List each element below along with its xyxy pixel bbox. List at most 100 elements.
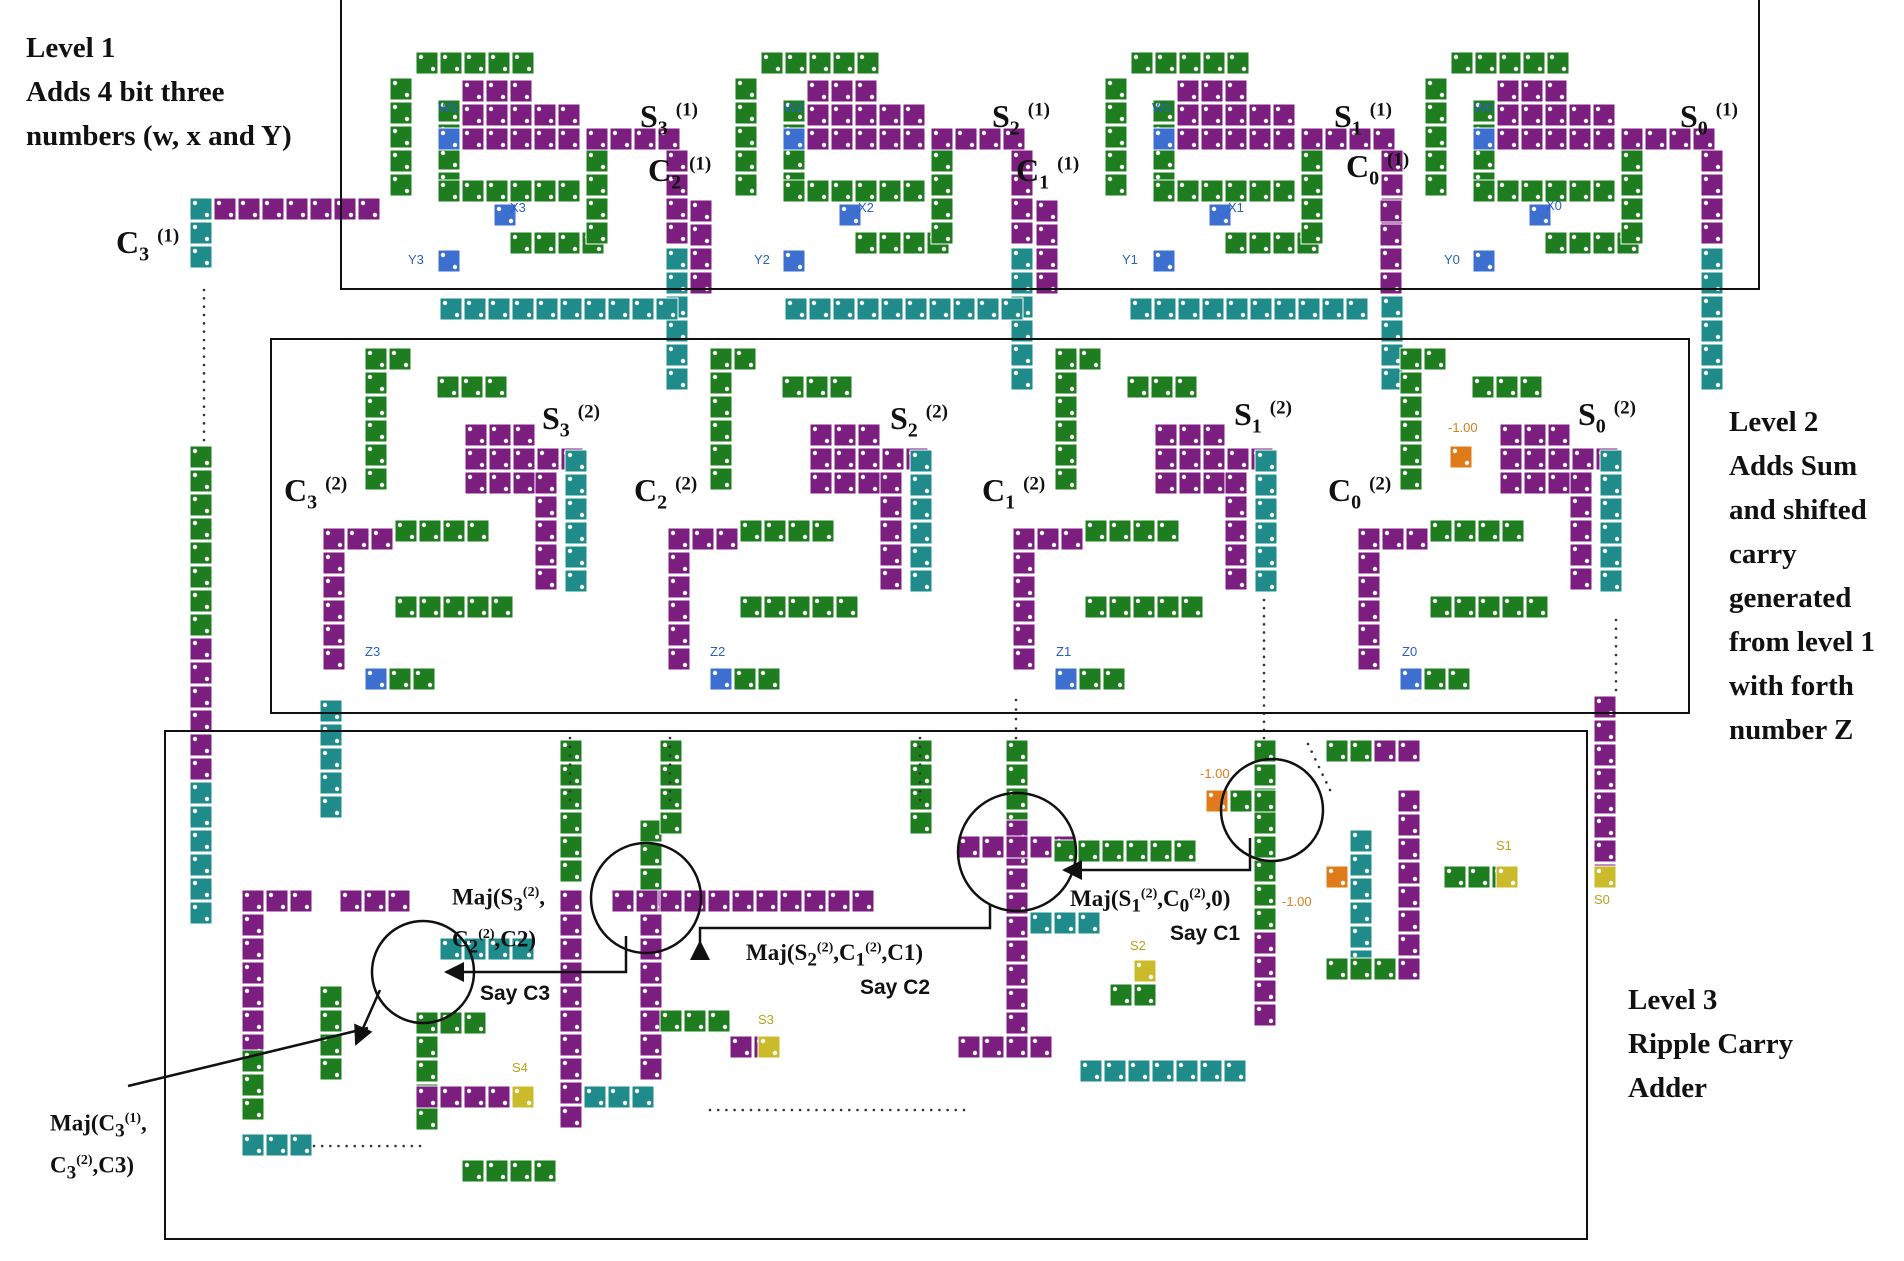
carry-line-cell — [189, 589, 213, 613]
wire-dot — [856, 1108, 859, 1112]
wire-dot — [394, 1144, 397, 1148]
fixed-value-label: -1.00 — [1282, 894, 1312, 909]
wire-dot — [749, 1108, 753, 1112]
interconnect-cell — [655, 297, 679, 321]
input-w0-label: W0 — [1474, 100, 1494, 115]
level2-line-4: carry — [1729, 538, 1797, 570]
level1-line-1: Adds 4 bit three — [26, 76, 225, 108]
carry-line-cell — [189, 445, 213, 469]
wire-dot — [1262, 606, 1266, 610]
wire-dot — [1614, 627, 1618, 631]
wire-dot — [202, 430, 206, 433]
interconnect-cell — [559, 297, 583, 321]
interconnect-cell — [1273, 297, 1297, 321]
level3-description: Level 3 Ripple Carry Adder — [1628, 978, 1793, 1110]
wire-dot — [938, 1108, 941, 1112]
interconnect-cell — [904, 297, 928, 321]
wire-dot — [386, 1144, 389, 1148]
level3-line-2: Ripple Carry — [1628, 1028, 1794, 1060]
wire-dot — [716, 1108, 720, 1112]
level2-line-7: with forth — [1729, 670, 1854, 702]
wire-dot — [918, 736, 922, 740]
input-z0-label: Z0 — [1402, 644, 1418, 659]
wire-dot — [1262, 704, 1266, 707]
wire-dot — [668, 789, 672, 793]
wire-dot — [1614, 688, 1618, 692]
wire-dot — [402, 1144, 405, 1148]
interconnect-cell — [784, 297, 808, 321]
level2-line-6: from level 1 — [1729, 626, 1876, 658]
majority-gate-c2-circle — [589, 841, 703, 955]
wire-dot — [668, 780, 672, 784]
wire-dot — [918, 763, 922, 766]
wire-dot — [741, 1108, 745, 1112]
wire-dot — [1306, 742, 1310, 746]
wire-dot — [202, 413, 206, 417]
input-y3-label: Y3 — [408, 252, 424, 267]
carry-line-cell — [189, 613, 213, 637]
carry-line-cell — [189, 709, 213, 733]
label-c3-level2: C3 (2) — [284, 472, 348, 514]
wire-dot — [1614, 662, 1618, 666]
wire-dot — [568, 745, 572, 749]
carry-line-cell — [189, 493, 213, 517]
wire-dot — [918, 745, 922, 749]
label-s1-level2: S1 (2) — [1234, 396, 1292, 438]
level2-frame — [270, 338, 1690, 714]
carry-line-cell — [189, 517, 213, 541]
annotation-say-c1: Say C1 — [1170, 922, 1241, 945]
carry-wire-cell — [1700, 367, 1724, 391]
majority-gate-s1-circle — [1219, 757, 1325, 863]
carry-out-cell — [189, 245, 213, 269]
wire-dot — [1614, 644, 1618, 648]
interconnect-cell — [976, 297, 1000, 321]
level2-description: Level 2 Adds Sum and shifted carry gener… — [1729, 400, 1875, 752]
interconnect-cell — [1225, 297, 1249, 321]
wire-dot — [1014, 708, 1018, 711]
input-y2-label: Y2 — [754, 252, 770, 267]
interconnect-cell — [952, 297, 976, 321]
level1-description: Level 1 Adds 4 bit three numbers (w, x a… — [26, 26, 292, 158]
annotation-maj-s2: Maj(S2(2),C1(2),C1) — [746, 940, 924, 971]
wire-dot — [1262, 614, 1266, 618]
wire-dot — [1262, 671, 1266, 675]
wire-dot — [1310, 750, 1313, 753]
fixed-value-label: -1.00 — [1448, 420, 1478, 435]
carry-out-cell — [261, 197, 285, 221]
input-y1-label: Y1 — [1122, 252, 1138, 267]
wire-dot — [766, 1108, 769, 1112]
wire-dot — [410, 1144, 414, 1148]
wire-dot — [880, 1108, 884, 1112]
interconnect-cell — [1297, 297, 1321, 321]
level3-line-1: Level 3 — [1628, 984, 1718, 1016]
wire-dot — [921, 1108, 925, 1112]
input-x1-label: X1 — [1228, 200, 1244, 215]
wire-dot — [202, 388, 206, 392]
output-s2-label: S2 — [1130, 938, 1146, 953]
interconnect-cell — [1153, 297, 1177, 321]
input-y0-label: Y0 — [1444, 252, 1460, 267]
level2-line-8: number Z — [1729, 714, 1854, 746]
wire-dot — [377, 1144, 381, 1148]
wire-dot — [1014, 698, 1018, 702]
ripple-cell — [1593, 815, 1617, 839]
interconnect-cell — [1000, 297, 1024, 321]
wire-dot — [782, 1108, 786, 1112]
wire-dot — [757, 1108, 761, 1112]
wire-dot — [1314, 758, 1317, 761]
interconnect-cell — [1249, 297, 1273, 321]
carry-wire-cell — [1700, 319, 1724, 343]
input-w2-label: W2 — [784, 100, 804, 115]
wire-dot — [337, 1144, 340, 1148]
wire-dot — [1014, 727, 1018, 730]
wire-dot — [807, 1108, 810, 1112]
wire-dot — [329, 1144, 332, 1148]
ripple-cell — [1593, 839, 1617, 863]
carry-out-cell — [309, 197, 333, 221]
wire-dot — [1262, 655, 1266, 659]
wire-dot — [202, 438, 206, 442]
wire-dot — [1614, 679, 1618, 683]
wire-dot — [668, 754, 672, 758]
